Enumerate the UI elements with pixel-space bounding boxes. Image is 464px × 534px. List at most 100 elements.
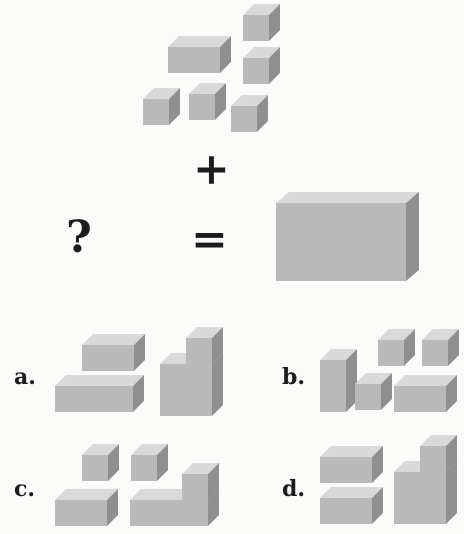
option-a-top-pair — [82, 334, 145, 371]
cube-side-face — [406, 192, 419, 281]
cube-top-face — [231, 95, 268, 106]
option-d-top-pair — [320, 446, 383, 483]
cube-side-face — [446, 461, 457, 524]
option-d-stair-top — [420, 435, 457, 472]
cube-front-face — [143, 99, 169, 125]
cube-top-face — [320, 446, 383, 457]
cube-front-face — [186, 338, 212, 364]
option-b-label[interactable]: b. — [282, 364, 306, 390]
option-c-top-single-1 — [82, 444, 119, 481]
cube-top-face — [378, 329, 415, 340]
cube-front-face — [160, 364, 212, 416]
option-c-top-single-2 — [131, 444, 168, 481]
option-c-stair-top — [182, 463, 219, 500]
given-piece-single-left — [143, 88, 180, 125]
cube-side-face — [133, 375, 144, 412]
cube-side-face — [212, 353, 223, 416]
cube-front-face — [82, 345, 134, 371]
cube-front-face — [276, 203, 406, 281]
cube-front-face — [320, 457, 372, 483]
cube-side-face — [446, 435, 457, 472]
cube-side-face — [212, 327, 223, 364]
cube-side-face — [108, 444, 119, 481]
cube-front-face — [420, 446, 446, 472]
cube-top-face — [355, 373, 392, 384]
cube-side-face — [269, 4, 280, 41]
cube-front-face — [243, 58, 269, 84]
cube-front-face — [130, 500, 208, 526]
option-b-top-single-2 — [422, 329, 459, 366]
cube-front-face — [131, 455, 157, 481]
cube-front-face — [55, 500, 107, 526]
option-b-middle-single — [355, 373, 392, 410]
cube-front-face — [82, 455, 108, 481]
cube-side-face — [208, 463, 219, 500]
given-piece-single-center — [189, 83, 226, 120]
cube-top-face — [143, 88, 180, 99]
given-piece-single-mid-right — [243, 47, 280, 84]
cube-side-face — [215, 83, 226, 120]
cube-top-face — [55, 375, 144, 386]
cube-front-face — [320, 360, 346, 412]
option-b-top-single-1 — [378, 329, 415, 366]
option-d-bottom-pair — [320, 487, 383, 524]
cube-top-face — [276, 192, 419, 203]
cube-front-face — [182, 474, 208, 500]
target-block-5x3 — [276, 192, 419, 281]
cube-side-face — [157, 444, 168, 481]
cube-side-face — [372, 446, 383, 483]
cube-top-face — [182, 463, 219, 474]
option-b-right-pair — [394, 375, 457, 412]
cube-top-face — [82, 334, 145, 345]
cube-front-face — [189, 94, 215, 120]
cube-front-face — [394, 472, 446, 524]
cube-side-face — [257, 95, 268, 132]
cube-front-face — [231, 106, 257, 132]
given-piece-single-right — [231, 95, 268, 132]
option-a-stair-top — [186, 327, 223, 364]
cube-front-face — [355, 384, 381, 410]
cube-front-face — [168, 47, 220, 73]
option-c-label[interactable]: c. — [14, 476, 36, 502]
cube-top-face — [243, 47, 280, 58]
cube-front-face — [55, 386, 133, 412]
cube-side-face — [269, 47, 280, 84]
cube-side-face — [372, 487, 383, 524]
cube-top-face — [394, 375, 457, 386]
cube-front-face — [320, 498, 372, 524]
cube-side-face — [404, 329, 415, 366]
cube-top-face — [320, 487, 383, 498]
cube-top-face — [82, 444, 119, 455]
cube-side-face — [208, 489, 219, 526]
cube-side-face — [169, 88, 180, 125]
given-piece-single-top-right — [243, 4, 280, 41]
cube-front-face — [378, 340, 404, 366]
cube-front-face — [422, 340, 448, 366]
given-piece-double — [168, 36, 231, 73]
plus-sign: + — [193, 144, 230, 195]
cube-top-face — [243, 4, 280, 15]
option-c-bottom-pair — [55, 489, 118, 526]
cube-top-face — [422, 329, 459, 340]
cube-side-face — [381, 373, 392, 410]
cube-side-face — [134, 334, 145, 371]
option-a-label[interactable]: a. — [14, 364, 36, 390]
cube-top-face — [168, 36, 231, 47]
cube-front-face — [394, 386, 446, 412]
option-d-label[interactable]: d. — [282, 476, 306, 502]
option-b-left-column — [320, 349, 357, 412]
option-a-bottom-row — [55, 375, 144, 412]
question-mark: ? — [66, 212, 92, 263]
cube-side-face — [446, 375, 457, 412]
cube-top-face — [186, 327, 223, 338]
equals-sign: = — [191, 214, 228, 265]
cube-top-face — [420, 435, 457, 446]
cube-front-face — [243, 15, 269, 41]
cube-side-face — [346, 349, 357, 412]
cube-side-face — [107, 489, 118, 526]
cube-top-face — [55, 489, 118, 500]
cube-top-face — [131, 444, 168, 455]
cube-side-face — [448, 329, 459, 366]
